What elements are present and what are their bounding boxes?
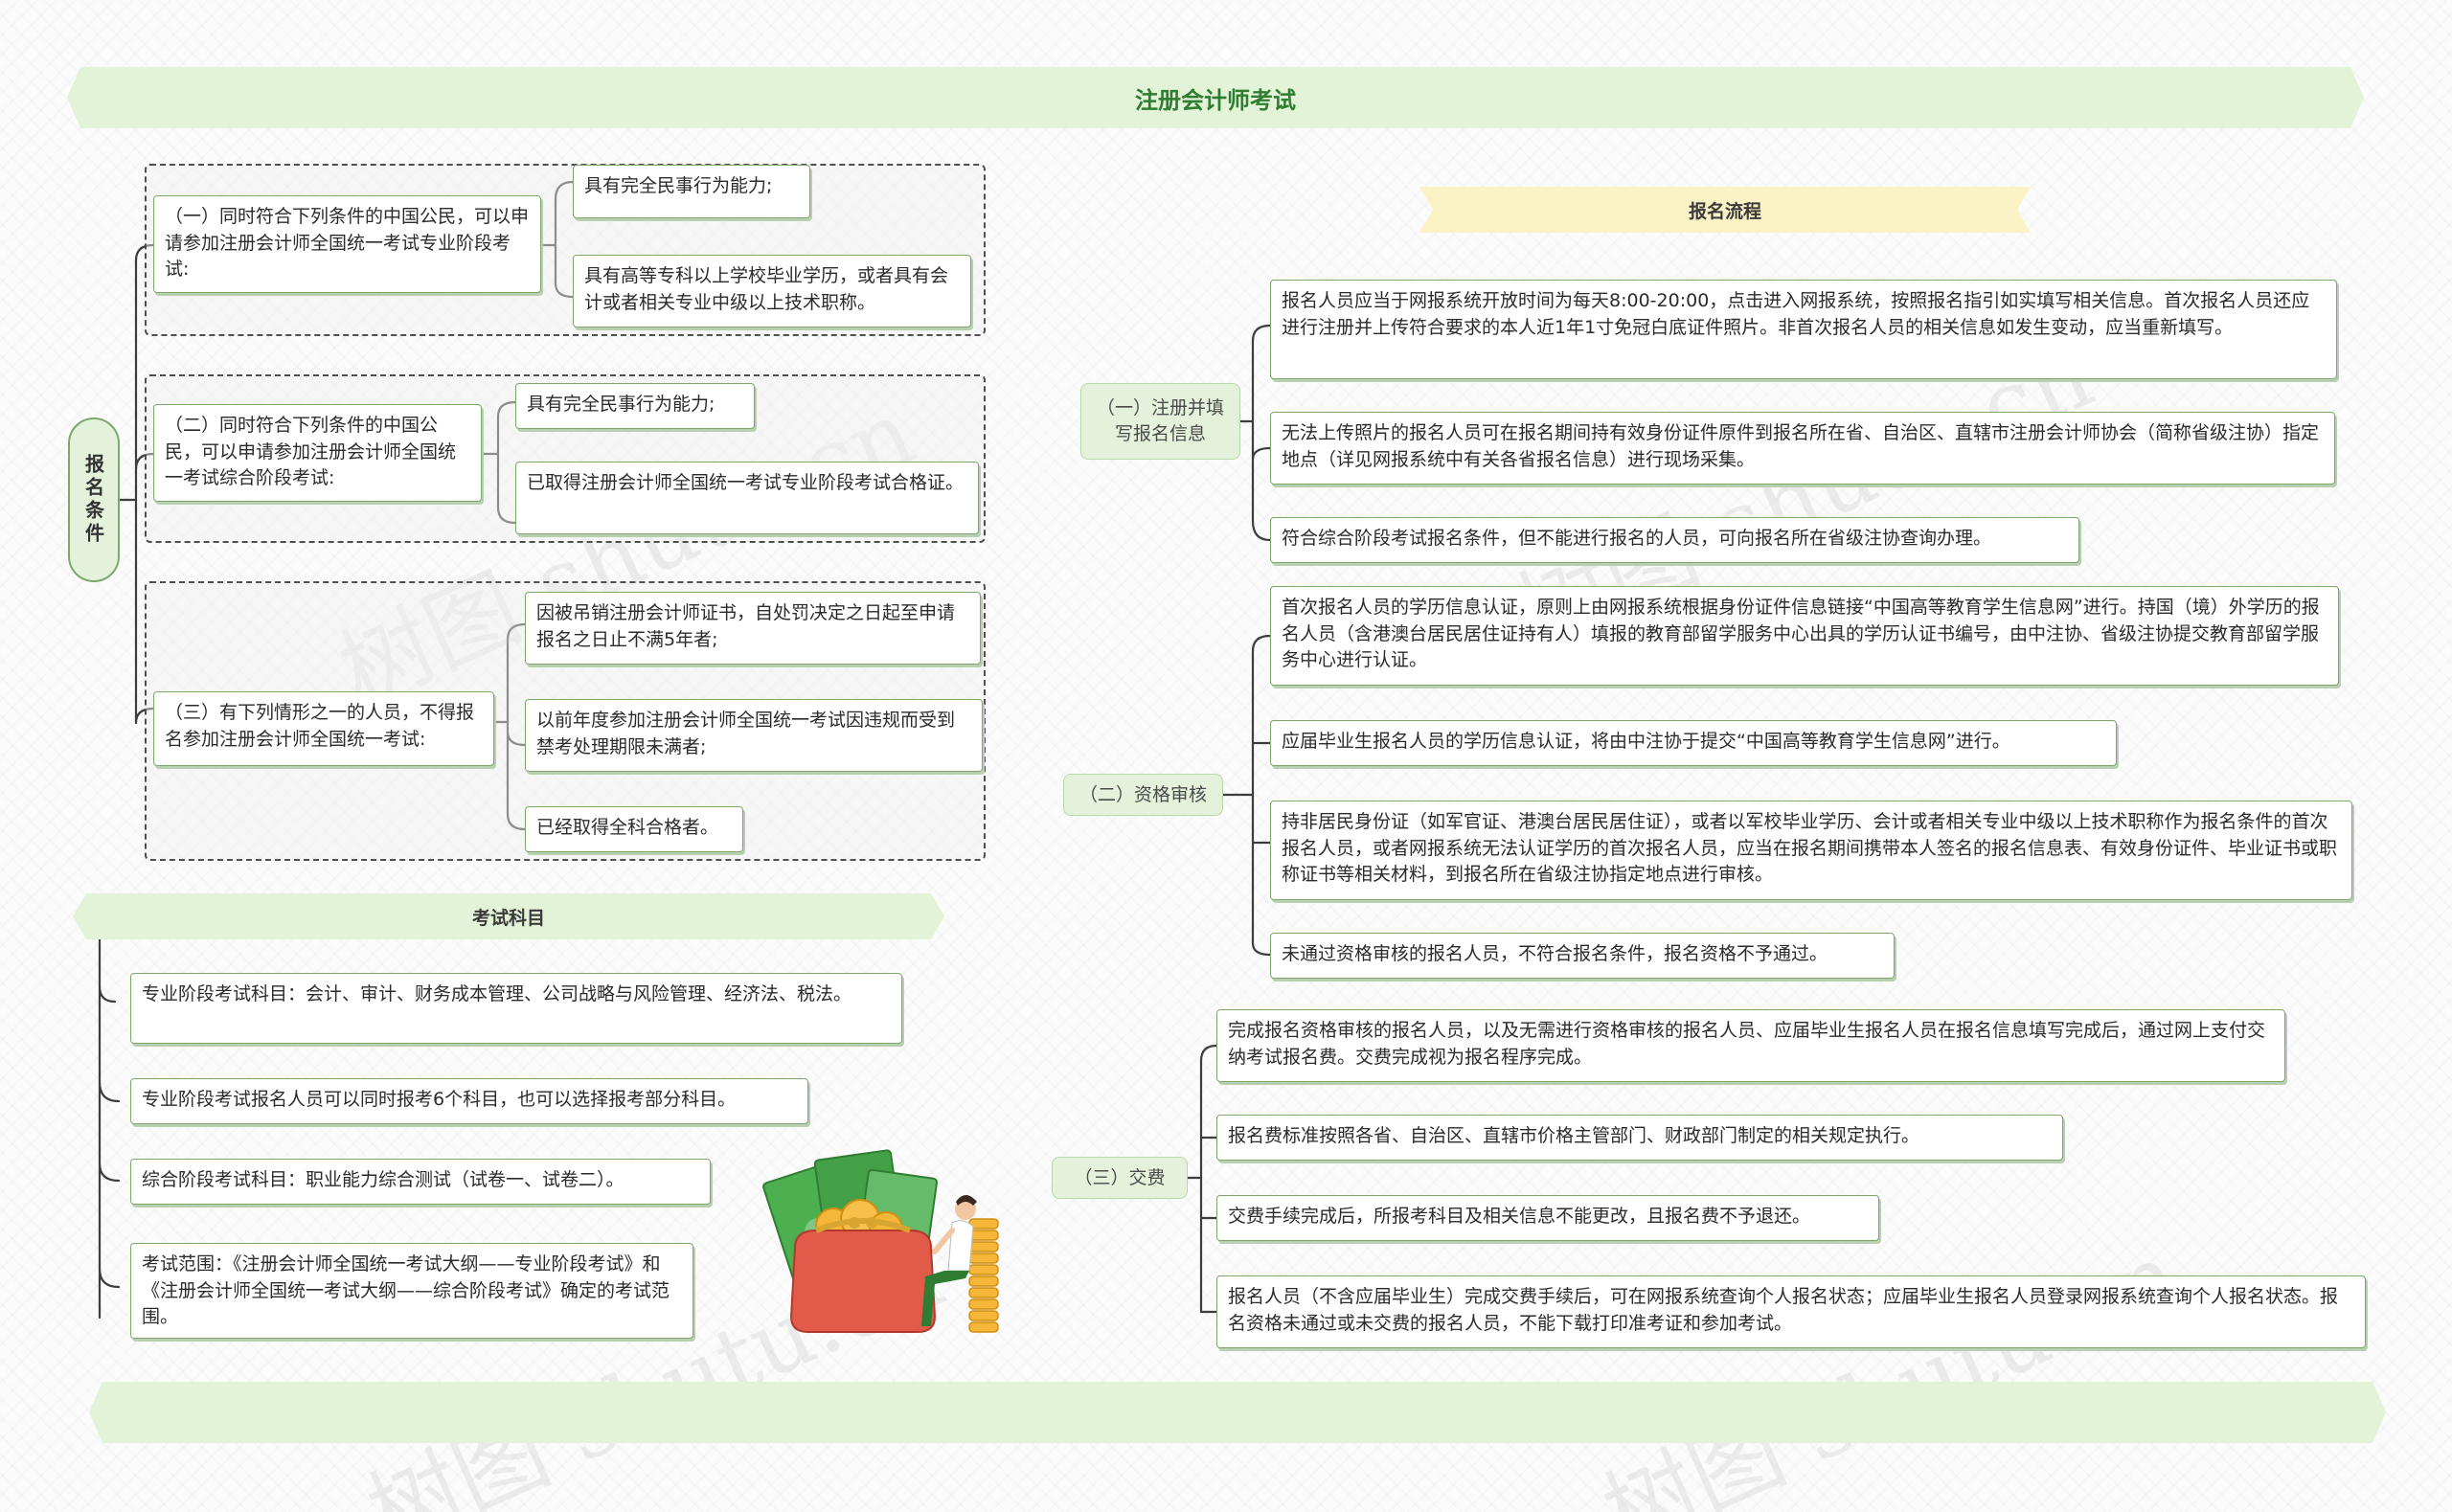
subject-item[interactable]: 专业阶段考试报名人员可以同时报考6个科目，也可以选择报考部分科目。 (130, 1078, 808, 1124)
root-label: 报名条件 (81, 454, 105, 546)
process-item[interactable]: 交费手续完成后，所报考科目及相关信息不能更改，且报名费不予退还。 (1216, 1195, 1879, 1241)
condition-item-text: 因被吊销注册会计师证书，自处罚决定之日起至申请报名之日止不满5年者; (536, 602, 956, 650)
condition-item[interactable]: 以前年度参加注册会计师全国统一考试因违规而受到禁考处理期限未满者; (525, 699, 983, 772)
process-item-text: 符合综合阶段考试报名条件，但不能进行报名的人员，可向报名所在省级注协查询办理。 (1282, 528, 1992, 549)
process-item[interactable]: 报名人员应当于网报系统开放时间为每天8:00-20:00，点击进入网报系统，按照… (1270, 280, 2337, 379)
condition-item-text: 以前年度参加注册会计师全国统一考试因违规而受到禁考处理期限未满者; (536, 710, 956, 757)
section-label: （二）资格审核 (1078, 783, 1207, 805)
process-item-text: 报名人员应当于网报系统开放时间为每天8:00-20:00，点击进入网报系统，按照… (1282, 290, 2310, 338)
section-payment[interactable]: （三）交费 (1052, 1157, 1188, 1199)
section-label: （一）注册并填写报名信息 (1096, 397, 1224, 444)
condition-item-text: 具有完全民事行为能力; (527, 394, 715, 415)
process-item[interactable]: 未通过资格审核的报名人员，不符合报名条件，报名资格不予通过。 (1270, 933, 1895, 979)
process-item[interactable]: 持非居民身份证（如军官证、港澳台居民居住证），或者以军校毕业学历、会计或者相关专… (1270, 801, 2352, 900)
subjects-title: 考试科目 (471, 907, 545, 929)
subject-item-text: 考试范围：《注册会计师全国统一考试大纲——专业阶段考试》和《注册会计师全国统一考… (142, 1253, 670, 1328)
process-item-text: 完成报名资格审核的报名人员，以及无需进行资格审核的报名人员、应届毕业生报名人员在… (1228, 1020, 2266, 1068)
title-banner: 注册会计师考试 (67, 67, 2364, 128)
condition-item-text: 具有高等专科以上学校毕业学历，或者具有会计或者相关专业中级以上技术职称。 (584, 265, 949, 313)
process-item[interactable]: 无法上传照片的报名人员可在报名期间持有效身份证件原件到报名所在省、自治区、直辖市… (1270, 412, 2335, 485)
condition-item[interactable]: 具有完全民事行为能力; (515, 383, 755, 429)
condition-group-1[interactable]: （一）同时符合下列条件的中国公民，可以申请参加注册会计师全国统一考试专业阶段考试… (153, 195, 541, 293)
section-qualification[interactable]: （二）资格审核 (1063, 774, 1223, 816)
page-title: 注册会计师考试 (1135, 86, 1296, 114)
subject-item[interactable]: 专业阶段考试科目：会计、审计、财务成本管理、公司战略与风险管理、经济法、税法。 (130, 973, 902, 1044)
subject-item-text: 综合阶段考试科目：职业能力综合测试（试卷一、试卷二）。 (142, 1169, 624, 1190)
process-item-text: 持非居民身份证（如军官证、港澳台居民居住证），或者以军校毕业学历、会计或者相关专… (1282, 811, 2338, 886)
condition-group-2[interactable]: （二）同时符合下列条件的中国公民，可以申请参加注册会计师全国统一考试综合阶段考试… (153, 404, 482, 502)
condition-item[interactable]: 已取得注册会计师全国统一考试专业阶段考试合格证。 (515, 462, 979, 534)
process-item-text: 交费手续完成后，所报考科目及相关信息不能更改，且报名费不予退还。 (1228, 1206, 1811, 1227)
subjects-banner[interactable]: 考试科目 (73, 893, 944, 939)
process-item[interactable]: 报名费标准按照各省、自治区、直辖市价格主管部门、财政部门制定的相关规定执行。 (1216, 1115, 2063, 1161)
bottom-banner (89, 1382, 2386, 1443)
condition-group-label: （二）同时符合下列条件的中国公民，可以申请参加注册会计师全国统一考试综合阶段考试… (165, 415, 457, 489)
condition-group-label: （一）同时符合下列条件的中国公民，可以申请参加注册会计师全国统一考试专业阶段考试… (165, 206, 530, 281)
process-item[interactable]: 首次报名人员的学历信息认证，原则上由网报系统根据身份证件信息链接“中国高等教育学… (1270, 586, 2339, 686)
process-item-text: 无法上传照片的报名人员可在报名期间持有效身份证件原件到报名所在省、自治区、直辖市… (1282, 422, 2320, 470)
subject-item[interactable]: 考试范围：《注册会计师全国统一考试大纲——专业阶段考试》和《注册会计师全国统一考… (130, 1243, 693, 1339)
condition-item-text: 具有完全民事行为能力; (584, 175, 773, 196)
condition-item-text: 已取得注册会计师全国统一考试专业阶段考试合格证。 (527, 472, 965, 493)
process-item-text: 报名人员（不含应届毕业生）完成交费手续后，可在网报系统查询个人报名状态；应届毕业… (1228, 1286, 2339, 1334)
process-item-text: 应届毕业生报名人员的学历信息认证，将由中注协于提交“中国高等教育学生信息网”进行… (1282, 731, 2010, 752)
process-item[interactable]: 符合综合阶段考试报名条件，但不能进行报名的人员，可向报名所在省级注协查询办理。 (1270, 517, 2079, 563)
process-item[interactable]: 应届毕业生报名人员的学历信息认证，将由中注协于提交“中国高等教育学生信息网”进行… (1270, 720, 2117, 766)
condition-item[interactable]: 已经取得全科合格者。 (525, 806, 743, 852)
condition-group-3[interactable]: （三）有下列情形之一的人员，不得报名参加注册会计师全国统一考试: (153, 691, 494, 766)
condition-item[interactable]: 具有完全民事行为能力; (573, 165, 810, 218)
section-label: （三）交费 (1074, 1166, 1166, 1188)
root-registration-conditions[interactable]: 报名条件 (68, 417, 120, 582)
section-register[interactable]: （一）注册并填写报名信息 (1080, 383, 1240, 460)
process-item[interactable]: 报名人员（不含应届毕业生）完成交费手续后，可在网报系统查询个人报名状态；应届毕业… (1216, 1275, 2366, 1348)
condition-item[interactable]: 因被吊销注册会计师证书，自处罚决定之日起至申请报名之日止不满5年者; (525, 592, 981, 665)
subject-item-text: 专业阶段考试科目：会计、审计、财务成本管理、公司战略与风险管理、经济法、税法。 (142, 983, 852, 1004)
process-item-text: 报名费标准按照各省、自治区、直辖市价格主管部门、财政部门制定的相关规定执行。 (1228, 1125, 1920, 1146)
money-illustration (762, 1149, 999, 1333)
condition-group-label: （三）有下列情形之一的人员，不得报名参加注册会计师全国统一考试: (165, 702, 475, 750)
process-title: 报名流程 (1688, 200, 1761, 222)
process-item-text: 首次报名人员的学历信息认证，原则上由网报系统根据身份证件信息链接“中国高等教育学… (1282, 597, 2320, 671)
process-item-text: 未通过资格审核的报名人员，不符合报名条件，报名资格不予通过。 (1282, 943, 1828, 964)
subject-item-text: 专业阶段考试报名人员可以同时报考6个科目，也可以选择报考部分科目。 (142, 1089, 737, 1110)
process-item[interactable]: 完成报名资格审核的报名人员，以及无需进行资格审核的报名人员、应届毕业生报名人员在… (1216, 1009, 2285, 1082)
subject-item[interactable]: 综合阶段考试科目：职业能力综合测试（试卷一、试卷二）。 (130, 1159, 711, 1205)
condition-item[interactable]: 具有高等专科以上学校毕业学历，或者具有会计或者相关专业中级以上技术职称。 (573, 255, 971, 327)
process-banner[interactable]: 报名流程 (1419, 187, 2031, 233)
condition-item-text: 已经取得全科合格者。 (536, 817, 719, 838)
